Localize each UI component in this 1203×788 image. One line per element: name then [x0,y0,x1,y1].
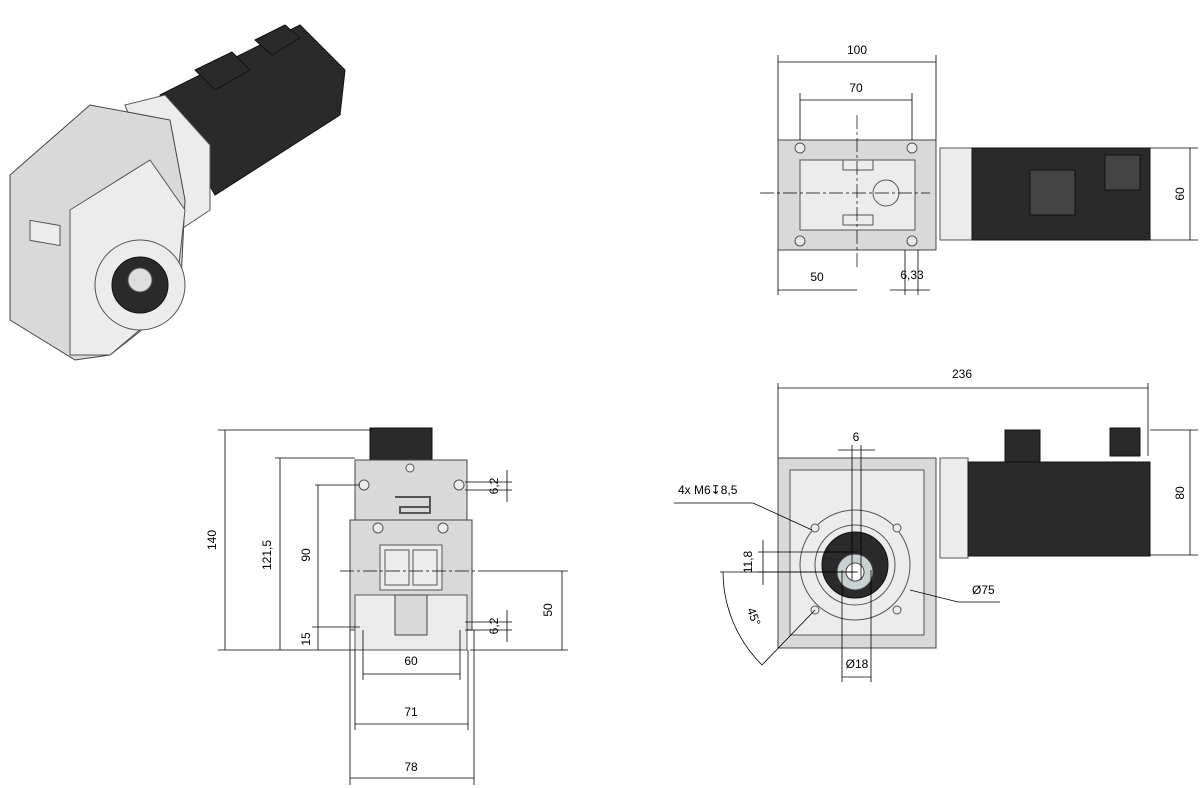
dim-top-center-offset: 50 [810,270,824,284]
dim-side-bore: Ø18 [846,657,869,671]
dim-side-key-width: 6 [853,430,860,444]
dim-top-motor-height: 60 [1173,187,1187,201]
dim-front-base-mid: 71 [404,705,418,719]
dim-front-base-outer: 78 [404,760,418,774]
dim-front-hole-dia-bottom: 6,2 [487,617,501,634]
dim-side-motor-square: 80 [1173,486,1187,500]
dim-front-hole-dia-top: 6,2 [487,477,501,494]
dim-side-length-total: 236 [952,367,972,381]
callout-thread: 4x M6↧8,5 [678,483,738,497]
dim-front-height-total: 140 [205,530,219,550]
dim-side-angle: 45° [744,606,763,628]
dim-front-hole-height: 90 [299,548,313,562]
side-view: 236 80 6 4x M6↧8,5 11,8 45° Ø75 Ø18 [674,367,1198,682]
dim-top-bolt-spacing: 70 [849,81,863,95]
dim-top-slot-width: 6,33 [900,268,924,282]
dim-front-base-inner: 60 [404,654,418,668]
dim-front-housing-height: 121,5 [260,540,274,570]
dim-side-flange-pcd: Ø75 [972,583,995,597]
dim-front-axis-height: 50 [541,603,555,617]
front-view: 140 121,5 90 15 6,2 6,2 50 60 71 78 [205,427,568,785]
dim-top-width-total: 100 [847,43,867,57]
dim-front-base-height: 15 [299,632,313,646]
isometric-view [9,24,346,361]
dim-side-key-height: 11,8 [741,550,755,573]
top-view: 100 70 60 50 6,33 [760,43,1198,295]
